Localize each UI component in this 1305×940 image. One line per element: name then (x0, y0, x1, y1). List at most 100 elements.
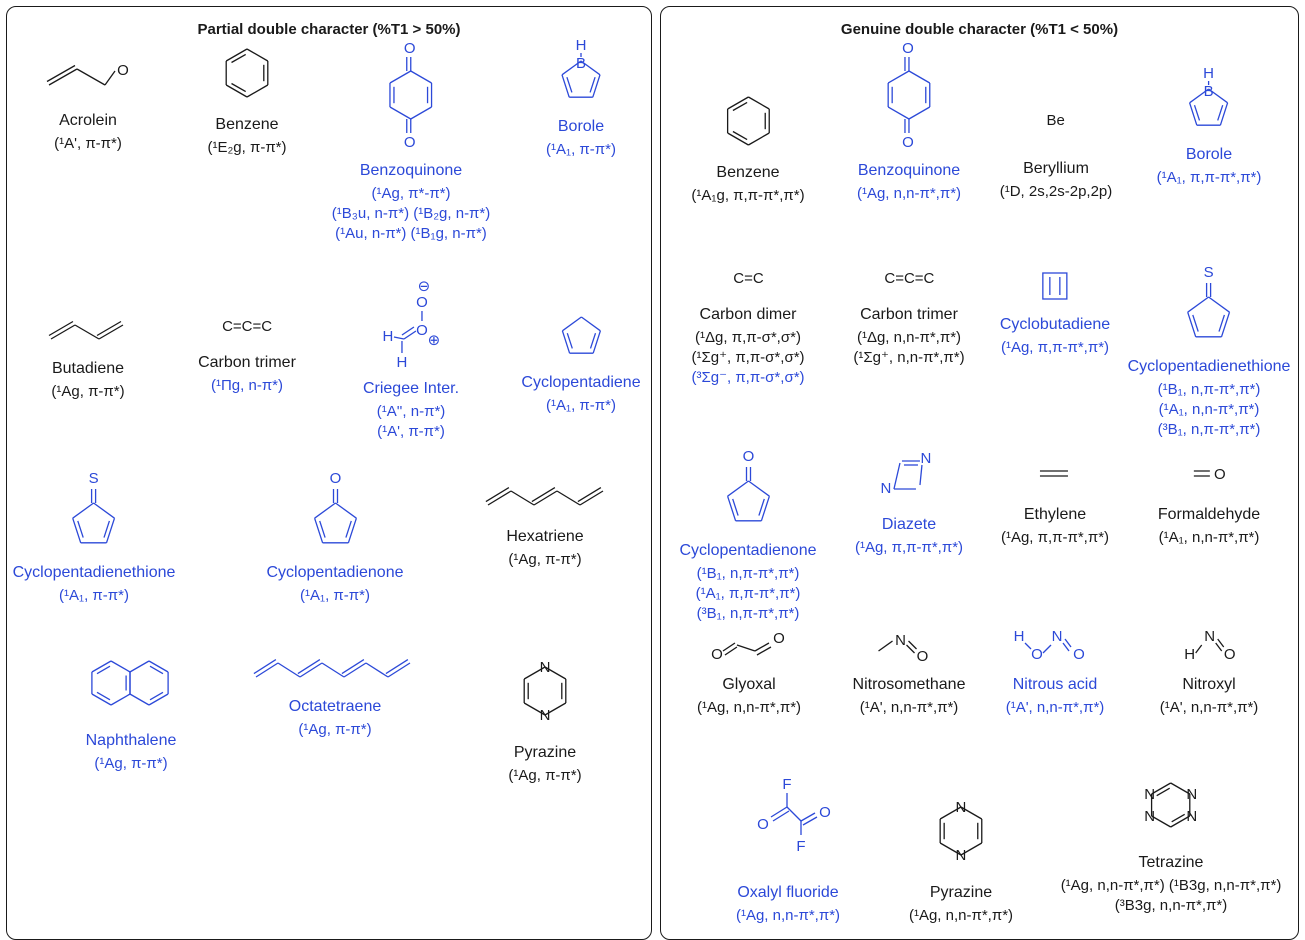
svg-text:F: F (782, 776, 791, 793)
molecule-entry: Naphthalene(¹Ag, π-π*) (81, 647, 181, 774)
svg-text:O: O (117, 62, 129, 79)
molecule-name: Glyoxal (722, 676, 776, 693)
molecule-entry: Hexatriene(¹Ag, π-π*) (480, 467, 610, 570)
excited-state-label: (¹Ag, π,π-π*,π*) (854, 539, 964, 556)
excited-state-label: (³B₁, n,π-π*,π*) (1157, 421, 1261, 438)
structure-octatetraene-icon (253, 659, 411, 678)
svg-text:N: N (1205, 628, 1216, 645)
svg-text:⊖: ⊖ (418, 278, 431, 295)
excited-state-label: (¹A₁, n,n-π*,π*) (1158, 529, 1260, 546)
svg-text:S: S (1204, 264, 1214, 281)
molecule-entry: Benzene(¹A₁g, π,π-π*,π*) (691, 89, 805, 206)
molecule-name: Benzene (215, 116, 279, 133)
svg-text:H: H (383, 328, 394, 345)
structure-c3-icon: C=C=C (884, 270, 934, 287)
svg-text:C=C: C=C (733, 270, 764, 287)
excited-state-label: (¹B₁, n,π-π*,π*) (1157, 381, 1261, 398)
structure-cyclopentadiene-icon (561, 316, 601, 354)
svg-text:C=C=C: C=C=C (222, 318, 272, 335)
excited-state-label: (¹Δg, π,π-σ*,σ*) (695, 329, 801, 346)
svg-text:O: O (819, 804, 831, 821)
svg-text:Be: Be (1047, 112, 1065, 129)
panel-title: Genuine double character (%T1 < 50%) (840, 21, 1119, 38)
svg-text:O: O (902, 40, 914, 57)
molecule-name: Formaldehyde (1157, 506, 1261, 523)
molecule-name: Carbon trimer (198, 354, 296, 371)
svg-text:O: O (404, 40, 416, 57)
svg-text:O: O (1031, 646, 1043, 663)
structure-nitroxyl-icon: HNO (1185, 628, 1236, 663)
molecule-name: Butadiene (51, 360, 125, 377)
excited-state-label: (¹Ag, n,n-π*,π*) (735, 907, 841, 924)
molecule-entry: Cyclobutadiene(¹Ag, π,π-π*,π*) (1000, 265, 1110, 358)
structure-borole-icon: BH (561, 37, 601, 98)
excited-state-label: (¹A₁, π-π*) (546, 397, 616, 414)
excited-state-label: (¹Σg⁺, n,n-π*,π*) (853, 349, 965, 366)
svg-text:H: H (1185, 646, 1196, 663)
molecule-name: Carbon dimer (699, 306, 797, 323)
molecule-name: Borole (557, 118, 605, 135)
excited-state-label: (¹Ag, π,π-π*,π*) (1000, 339, 1110, 356)
molecule-name: Tetrazine (1138, 854, 1204, 871)
molecule-name: Benzoquinone (359, 162, 463, 179)
svg-text:N: N (540, 707, 551, 724)
molecule-name: Cyclopentadienone (679, 542, 817, 559)
molecule-entry: Butadiene(¹Ag, π-π*) (43, 309, 133, 402)
excited-state-label: (¹B₃u, n-π*) (¹B₂g, n-π*) (331, 205, 491, 222)
svg-text:O: O (773, 630, 785, 647)
excited-state-label: (¹A₁, π-π*) (546, 141, 616, 158)
molecule-entry: Octatetraene(¹Ag, π-π*) (250, 647, 420, 740)
excited-state-label: (¹Ag, π*-π*) (371, 185, 451, 202)
excited-state-label: (¹Ag, π,π-π*,π*) (1000, 529, 1110, 546)
excited-state-label: (¹Ag, n,n-π*,π*) (¹B3g, n,n-π*,π*) (1060, 877, 1282, 894)
structure-formaldehyde-icon: O (1194, 466, 1226, 483)
excited-state-label: (¹A', n,n-π*,π*) (1159, 699, 1259, 716)
molecule-name: Nitrosomethane (852, 676, 966, 693)
structure-borole-icon: BH (1189, 65, 1229, 126)
svg-text:N: N (1052, 628, 1063, 645)
svg-text:O: O (1073, 646, 1085, 663)
molecule-name: Acrolein (59, 112, 117, 129)
svg-text:H: H (1204, 65, 1215, 82)
structure-criegee-icon: ⊖OO⊕HH (383, 278, 441, 371)
molecule-name: Oxalyl fluoride (737, 884, 839, 901)
svg-text:O: O (711, 646, 723, 663)
svg-text:O: O (416, 322, 428, 339)
excited-state-label: (¹Δg, n,n-π*,π*) (856, 329, 962, 346)
molecule-name: Borole (1185, 146, 1233, 163)
svg-text:N: N (896, 632, 907, 649)
molecule-name: Benzene (716, 164, 780, 181)
structure-hexatriene-icon (485, 487, 604, 506)
svg-text:H: H (1014, 628, 1025, 645)
excited-state-label: (¹A₁, π-π*) (300, 587, 370, 604)
molecule-entry: Benzene(¹E₂g, π-π*) (202, 41, 292, 158)
excited-state-label: (¹A', n,n-π*,π*) (859, 699, 959, 716)
structure-acrolein-icon: O (46, 62, 129, 86)
svg-text:C=C=C: C=C=C (884, 270, 934, 287)
excited-state-label: (¹Ag, n,n-π*,π*) (908, 907, 1014, 924)
molecule-name: Nitroxyl (1182, 676, 1236, 693)
svg-text:N: N (1187, 808, 1198, 825)
